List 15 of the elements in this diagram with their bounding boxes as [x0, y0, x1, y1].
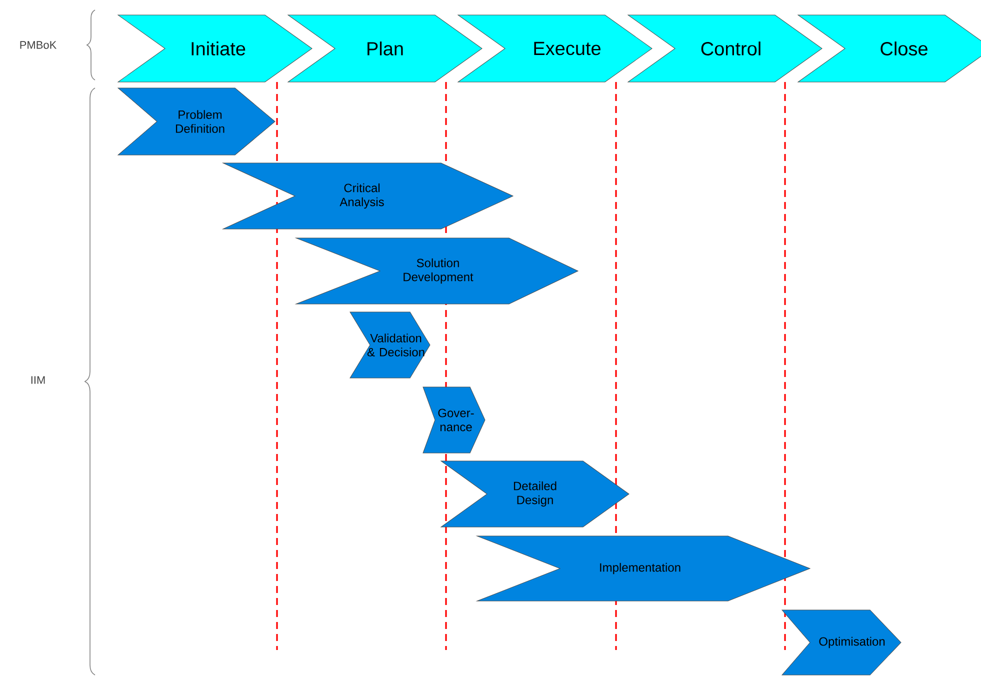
activity-box: Gover- nance [422, 386, 486, 454]
activity-box: Implementation [476, 536, 810, 602]
phase-box: Close [798, 14, 981, 82]
activity-box: Problem Definition [118, 88, 276, 156]
side-label: PMBoK [20, 41, 57, 49]
phase-box: Initiate [118, 14, 312, 82]
side-label: IIM [31, 376, 45, 384]
activity-box: Optimisation [782, 610, 902, 676]
phase-box: Execute [458, 14, 652, 82]
phase-box: Plan [288, 14, 482, 82]
activity-box: Critical Analysis [222, 162, 514, 230]
activity-box: Validation & Decision [350, 312, 430, 378]
activity-box: Detailed Design [440, 460, 630, 528]
phase-box: Control [628, 14, 822, 82]
activity-box: Solution Development [296, 238, 578, 304]
